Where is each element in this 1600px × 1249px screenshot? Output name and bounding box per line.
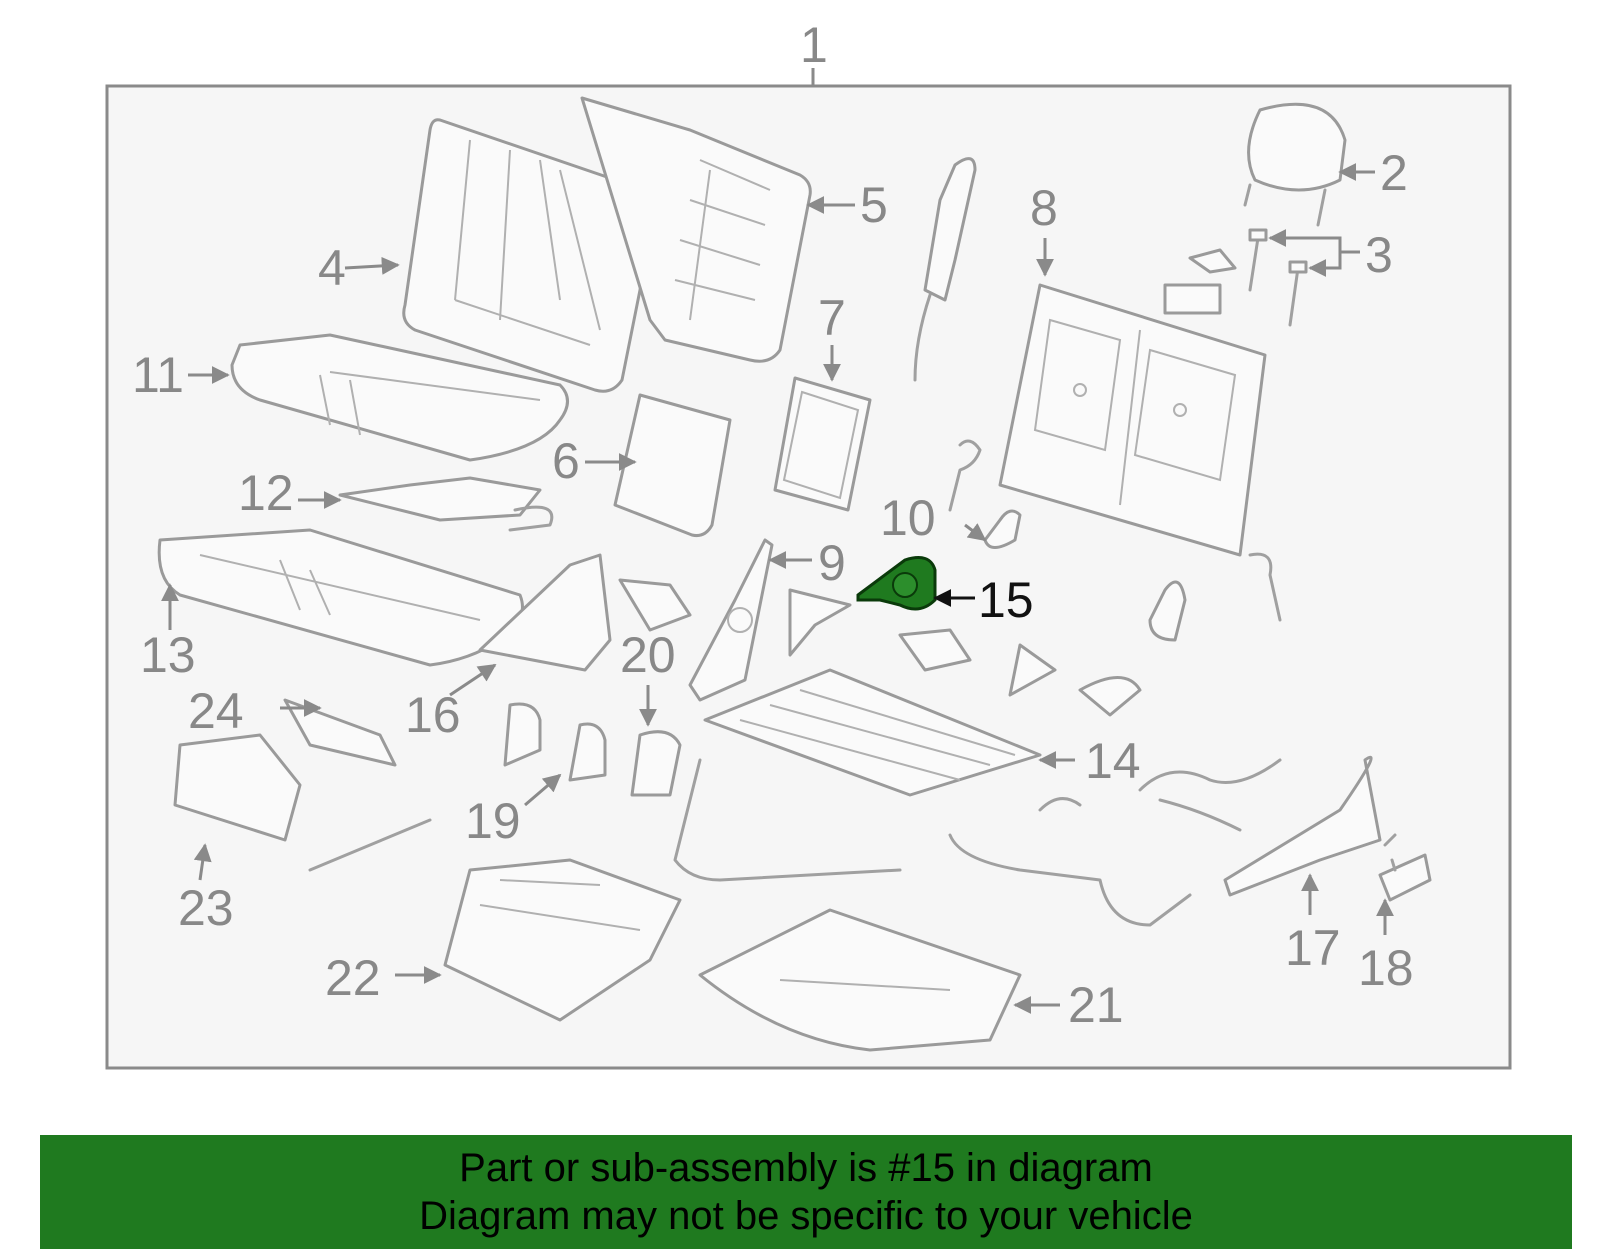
release-cables [673, 758, 1192, 927]
callout-13: 13 [140, 627, 196, 683]
seat-back-pad [613, 393, 732, 537]
banner-line-1: Part or sub-assembly is #15 in diagram [459, 1146, 1153, 1190]
headrest-guides [1163, 228, 1308, 327]
latch-covers [948, 439, 1282, 642]
callout-16: 16 [405, 687, 461, 743]
callout-7: 7 [818, 290, 846, 346]
parts-diagram: 1 2 3 4 5 6 7 8 9 10 11 12 13 14 15 16 1… [105, 17, 1512, 1070]
callout-3: 3 [1365, 227, 1393, 283]
banner-line-2: Diagram may not be specific to your vehi… [419, 1194, 1193, 1238]
trim-cover-17 [1223, 755, 1382, 897]
pivot-covers [503, 702, 682, 797]
callout-11: 11 [132, 347, 184, 403]
callout-19: 19 [465, 793, 521, 849]
seat-cushion-cover [230, 333, 569, 462]
callout-24: 24 [188, 683, 244, 739]
callout-17: 17 [1285, 920, 1341, 976]
callout-4: 4 [318, 240, 346, 296]
seat-back-frame [998, 283, 1267, 557]
callout-6: 6 [552, 433, 580, 489]
gas-strut [308, 818, 432, 872]
callout-18: 18 [1358, 940, 1414, 996]
callout-15: 15 [978, 572, 1034, 628]
callout-12: 12 [238, 465, 294, 521]
callout-1: 1 [800, 17, 828, 73]
handle-18 [1378, 833, 1432, 902]
callout-10: 10 [880, 490, 936, 546]
armrest-pad-23 [173, 733, 302, 842]
callout-14: 14 [1085, 733, 1141, 789]
callout-21: 21 [1068, 977, 1124, 1033]
storage-tray-21 [698, 908, 1022, 1052]
callout-8: 8 [1030, 180, 1058, 236]
callout-9: 9 [818, 535, 846, 591]
armrest-base-22 [443, 858, 682, 1022]
seat-back-panel [773, 376, 872, 512]
headrest [1243, 102, 1347, 227]
callout-20: 20 [620, 627, 676, 683]
wire-harness [1138, 758, 1282, 832]
recliner-bracket [688, 538, 774, 702]
side-shield [478, 553, 612, 672]
seat-heater-pad [338, 476, 554, 532]
callout-22: 22 [325, 950, 381, 1006]
seat-belt-assembly [913, 157, 977, 382]
seat-back-frame-panel [580, 96, 812, 363]
callout-23: 23 [178, 880, 234, 936]
callout-2: 2 [1380, 145, 1408, 201]
info-banner: Part or sub-assembly is #15 in diagram D… [40, 1135, 1572, 1249]
hinge-brackets [618, 578, 1142, 717]
callout-5: 5 [860, 177, 888, 233]
